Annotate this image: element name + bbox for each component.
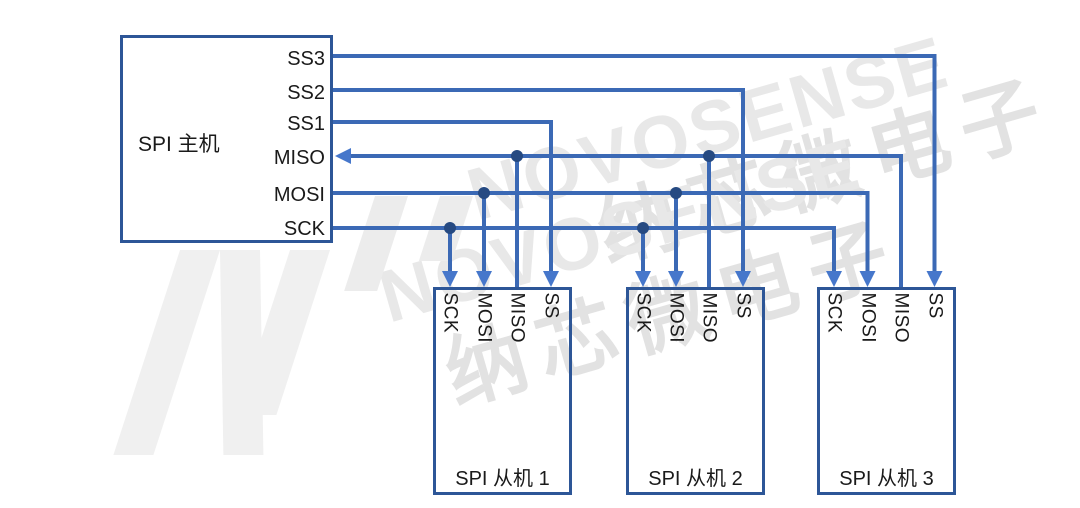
slave1-pin-ss: SS [540, 292, 562, 319]
wire-ss1 [333, 120, 553, 273]
master-pin-ss3: SS3 [287, 48, 325, 70]
arrowhead-mosi-slave1 [476, 271, 492, 287]
slave3-pin-ss: SS [924, 292, 946, 319]
slave2-pin-sck: SCK [632, 292, 654, 334]
arrowhead-ss2-slave2 [735, 271, 751, 287]
wire-sck [333, 226, 836, 273]
slave2-pin-mosi: MOSI [665, 292, 687, 344]
arrowhead-sck-slave1 [442, 271, 458, 287]
slave3-pin-mosi: MOSI [857, 292, 879, 344]
master-pin-ss1: SS1 [287, 113, 325, 135]
slave3-pin-sck: SCK [823, 292, 845, 334]
arrowhead-ss1-slave1 [543, 271, 559, 287]
arrowhead-sck-slave2 [635, 271, 651, 287]
spi-slave3-title: SPI 从机 3 [839, 468, 934, 490]
arrowhead-sck-slave3 [826, 271, 842, 287]
master-pin-miso: MISO [273, 147, 325, 169]
junction-dot-miso-slave2 [703, 150, 715, 162]
master-pin-ss2: SS2 [287, 82, 325, 104]
spi-slave1-box [433, 287, 572, 495]
arrowhead-ss3-slave3 [926, 271, 943, 287]
spi-slave3-box [817, 287, 956, 495]
slave1-pin-mosi: MOSI [473, 292, 495, 344]
wire-miso [350, 154, 903, 289]
slave1-pin-miso: MISO [506, 292, 528, 344]
slave1-pin-sck: SCK [439, 292, 461, 334]
spi-master-title: SPI 主机 [138, 133, 220, 156]
junction-dot-miso-slave1 [511, 150, 523, 162]
junction-dot-mosi-slave1 [478, 187, 490, 199]
junction-dot-mosi-slave2 [670, 187, 682, 199]
slave2-pin-miso: MISO [698, 292, 720, 344]
spi-slave2-title: SPI 从机 2 [648, 468, 743, 490]
master-pin-mosi: MOSI [273, 184, 325, 206]
arrowhead-mosi-slave3 [859, 271, 876, 287]
novosense-n-logo-icon [113, 250, 331, 455]
arrowhead-miso-master [335, 148, 351, 164]
junction-dot-sck-slave1 [444, 222, 456, 234]
junction-dot-sck-slave2 [637, 222, 649, 234]
slave2-pin-ss: SS [732, 292, 754, 319]
slave3-pin-miso: MISO [890, 292, 912, 344]
arrowhead-mosi-slave2 [668, 271, 684, 287]
wire-mosi [333, 191, 870, 273]
wire-ss3 [333, 54, 937, 273]
spi-master-box [120, 35, 333, 243]
spi-slave1-title: SPI 从机 1 [455, 468, 550, 490]
spi-slave2-box [626, 287, 765, 495]
master-pin-sck: SCK [283, 218, 325, 240]
wire-ss2 [333, 88, 745, 273]
